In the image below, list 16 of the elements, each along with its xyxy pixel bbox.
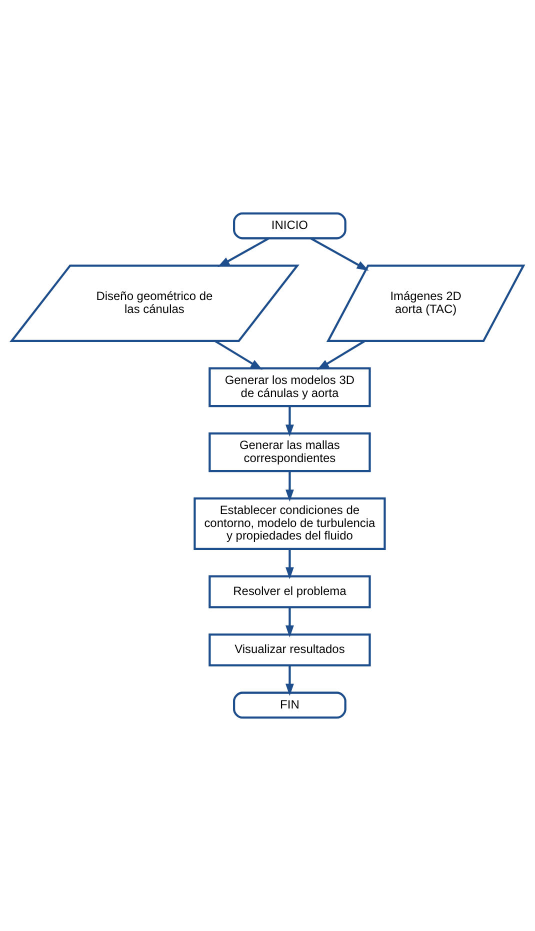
node-box: Generar los modelos 3D de cánulas y aorta: [208, 367, 371, 408]
node-box: Generar las mallas correspondientes: [208, 432, 371, 472]
arrow: [310, 237, 369, 271]
node-box: Visualizar resultados: [208, 633, 371, 666]
arrow: [214, 340, 263, 370]
arrow: [286, 549, 294, 580]
node-box: Establecer condiciones de contorno, modelo de turbulencia y propiedades del fluido: [194, 497, 386, 550]
node-box: FIN: [233, 692, 346, 719]
node-box: Resolver el problema: [208, 575, 371, 608]
node-box: INICIO: [233, 212, 346, 240]
arrow: [286, 471, 294, 502]
arrow: [286, 607, 294, 638]
arrow: [286, 406, 294, 437]
arrow: [317, 340, 366, 370]
arrow: [218, 237, 270, 268]
arrow: [286, 665, 294, 696]
